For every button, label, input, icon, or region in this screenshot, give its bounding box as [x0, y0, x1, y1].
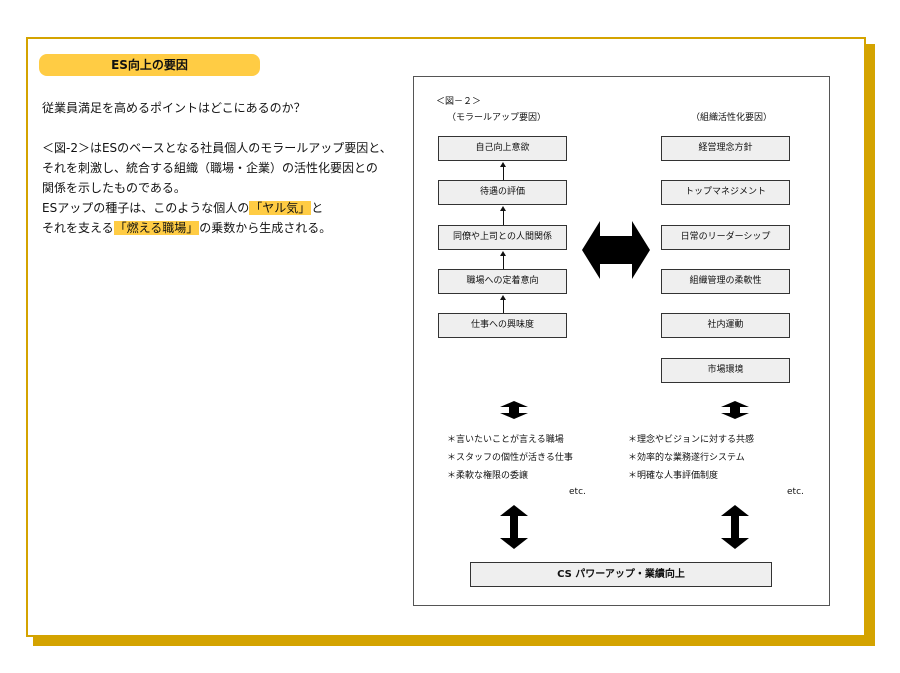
- left-bullet-2: ＊スタッフの個性が活きる仕事: [447, 453, 573, 463]
- section-title: ES向上の要因: [39, 54, 260, 76]
- intro-line-5-text: それを支える: [42, 221, 114, 235]
- intro-line-4: ESアップの種子は、このような個人の「ヤル気」と: [42, 198, 402, 218]
- right-box-1: 経営理念方針: [661, 136, 790, 161]
- right-box-2: トップマネジメント: [661, 180, 790, 205]
- intro-line-2: それを刺激し、統合する組織（職場・企業）の活性化要因との: [42, 161, 378, 175]
- right-etc: etc.: [787, 487, 804, 497]
- double-arrow-right-mid-icon: [721, 401, 749, 419]
- double-arrow-left-tall-icon: [500, 505, 528, 549]
- right-bullet-3: ＊明確な人事評価制度: [628, 471, 719, 481]
- left-column-heading: （モラールアップ要因）: [447, 113, 547, 123]
- right-box-3: 日常のリーダーシップ: [661, 225, 790, 250]
- double-arrow-right-tall-icon: [721, 505, 749, 549]
- left-box-1: 自己向上意欲: [438, 136, 567, 161]
- arrow-head-3: [500, 251, 506, 256]
- intro-text: 従業員満足を高めるポイントはどこにあるのか？ ＜図-2＞はESのベースとなる社員…: [42, 98, 402, 238]
- arrow-line-4: [503, 298, 504, 313]
- result-box: CS パワーアップ・業績向上: [470, 562, 772, 587]
- highlight-yaruki: 「ヤル気」: [249, 201, 312, 215]
- intro-line-4-end: と: [311, 201, 324, 215]
- arrow-head-1: [500, 162, 506, 167]
- arrow-head-2: [500, 206, 506, 211]
- figure-label: ＜図－２＞: [436, 97, 482, 107]
- intro-line-3: 関係を示したものである。: [42, 181, 186, 195]
- right-box-5: 社内運動: [661, 313, 790, 338]
- es-factor-diagram: ＜図－２＞ （モラールアップ要因） （組織活性化要因） 自己向上意欲 待遇の評価…: [413, 76, 830, 606]
- double-arrow-horizontal-icon: [582, 221, 650, 279]
- left-box-2: 待遇の評価: [438, 180, 567, 205]
- right-box-6: 市場環境: [661, 358, 790, 383]
- arrow-line-2: [503, 209, 504, 225]
- right-column-heading: （組織活性化要因）: [691, 113, 773, 123]
- intro-question: 従業員満足を高めるポイントはどこにあるのか？: [42, 101, 306, 115]
- right-bullet-1: ＊理念やビジョンに対する共感: [628, 435, 755, 445]
- right-bullet-2: ＊効率的な業務遂行システム: [628, 453, 745, 463]
- left-box-3: 同僚や上司との人間関係: [438, 225, 567, 250]
- highlight-moeru-shokuba: 「燃える職場」: [113, 221, 200, 235]
- intro-line-4-text: ESアップの種子は、このような個人の: [42, 201, 250, 215]
- intro-line-5: それを支える「燃える職場」の乗数から生成される。: [42, 218, 402, 238]
- left-etc: etc.: [569, 487, 586, 497]
- arrow-line-3: [503, 254, 504, 269]
- left-box-4: 職場への定着意向: [438, 269, 567, 294]
- left-bullet-3: ＊柔軟な権限の委譲: [447, 471, 529, 481]
- left-bullet-1: ＊言いたいことが言える職場: [447, 435, 564, 445]
- arrow-line-1: [503, 165, 504, 180]
- double-arrow-left-mid-icon: [500, 401, 528, 419]
- arrow-head-4: [500, 295, 506, 300]
- left-box-5: 仕事への興味度: [438, 313, 567, 338]
- right-box-4: 組織管理の柔軟性: [661, 269, 790, 294]
- intro-line-1: ＜図-2＞はESのベースとなる社員個人のモラールアップ要因と、: [42, 141, 392, 155]
- intro-line-5-end: の乗数から生成される。: [199, 221, 332, 235]
